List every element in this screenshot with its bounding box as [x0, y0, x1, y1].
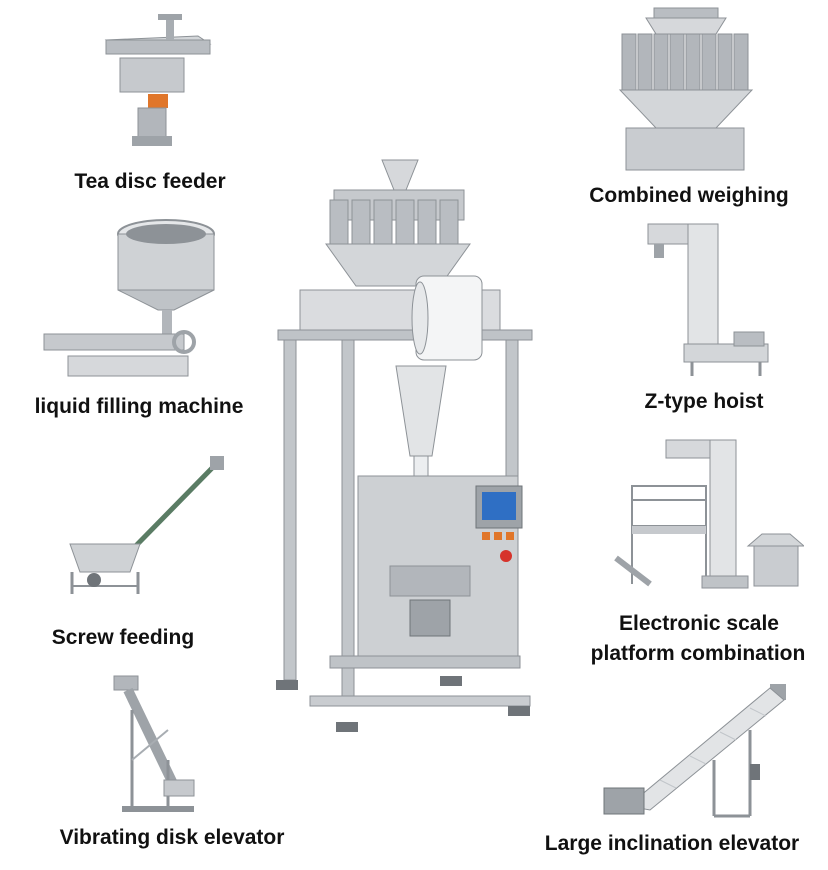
vibrating-disk-elevator-label: Vibrating disk elevator [59, 826, 285, 849]
screw-feeding-image [60, 452, 230, 602]
z-type-hoist-image [644, 220, 774, 380]
liquid-filling-machine-label: liquid filling machine [34, 395, 244, 418]
combined-weighing-label: Combined weighing [589, 184, 789, 207]
vibrating-disk-elevator-image [104, 670, 204, 820]
liquid-filling-machine-image [38, 210, 218, 385]
electronic-scale-platform-image [614, 434, 804, 600]
large-inclination-elevator-image [600, 680, 790, 826]
combined-weighing-image [616, 4, 756, 174]
electronic-scale-label-line2: platform combination [590, 642, 806, 665]
screw-feeding-label: Screw feeding [51, 626, 195, 649]
tea-disc-feeder-image [98, 8, 218, 158]
z-type-hoist-label: Z-type hoist [644, 390, 764, 413]
large-inclination-elevator-label: Large inclination elevator [544, 832, 800, 855]
tea-disc-feeder-label: Tea disc feeder [74, 170, 226, 193]
vertical-packaging-machine-image [270, 156, 540, 736]
electronic-scale-label-line1: Electronic scale [619, 612, 779, 635]
